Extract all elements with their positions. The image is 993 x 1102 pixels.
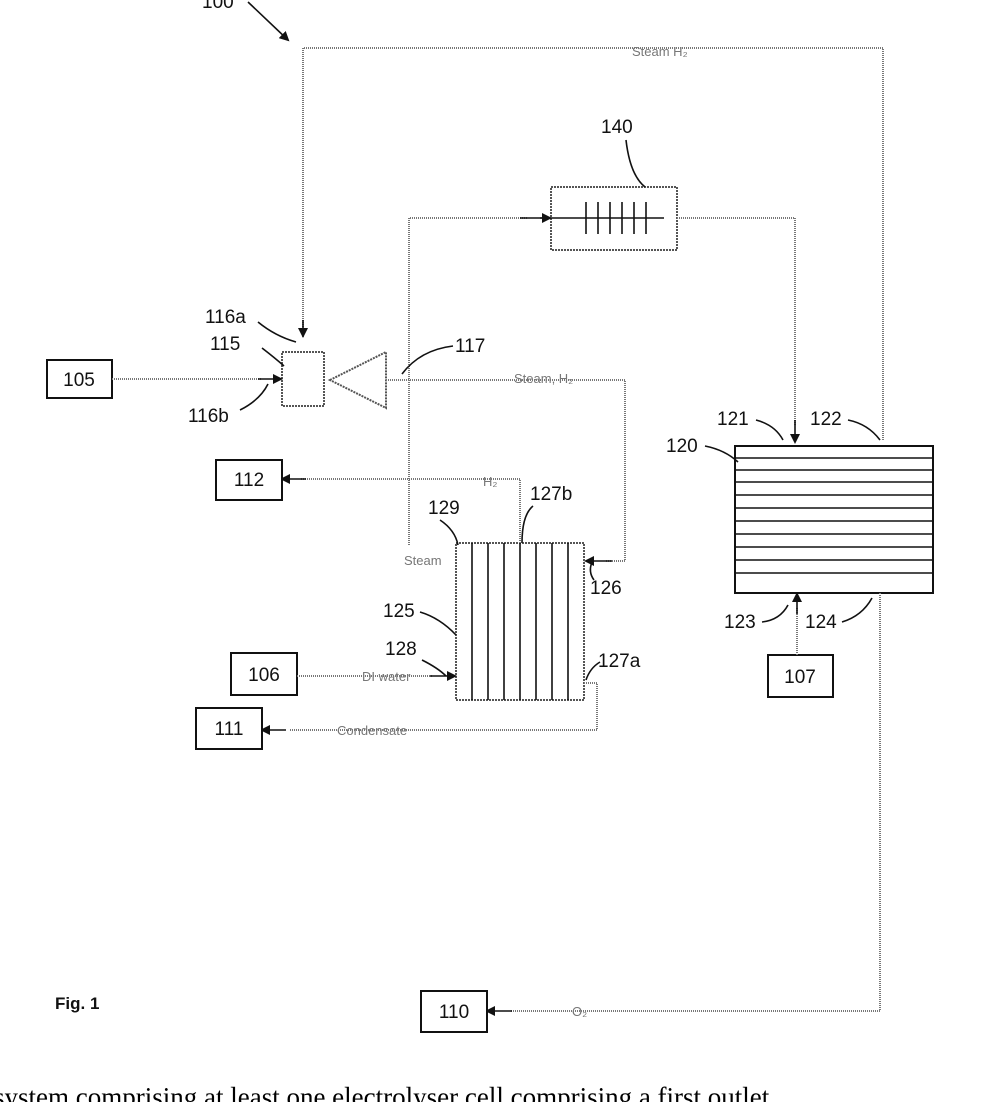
system-pointer-arrow [248,2,288,40]
label-117: 117 [455,336,485,357]
stream-label-o2: O₂ [572,1004,587,1019]
box-110-label: 110 [439,1002,469,1023]
figure-label: Fig. 1 [55,994,99,1013]
label-127a: 127a [598,651,641,672]
stream-label-mid-steam-h2: Steam, H₂ [514,371,573,386]
steam-line-to-heater [409,218,528,545]
stream-label-steam: Steam [404,553,442,568]
stream-label-di-water: DI water [362,669,411,684]
label-100: 100 [202,0,234,13]
label-122: 122 [810,409,842,430]
label-128: 128 [385,639,417,660]
label-125: 125 [383,601,415,622]
ejector-117 [330,352,386,408]
stream-label-condensate: Condensate [337,723,407,738]
box-111-label: 111 [215,719,244,740]
label-116b: 116b [188,406,229,427]
label-126: 126 [590,578,622,599]
label-140: 140 [601,117,633,138]
label-123: 123 [724,612,756,633]
box-112-label: 112 [234,470,264,491]
label-120: 120 [666,436,698,457]
label-115: 115 [210,334,240,355]
label-129: 129 [428,498,460,519]
caption-text: system comprising at least one electroly… [0,1082,770,1102]
label-121: 121 [717,409,749,430]
leader-115 [262,348,284,366]
leader-140 [626,140,645,187]
leader-125 [420,612,456,635]
stream-label-top-steam-h2: Steam H₂ [632,44,688,59]
stream-label-h2: H₂ [483,474,497,489]
leader-116b [240,384,268,410]
leader-124 [842,598,872,622]
label-124: 124 [805,612,837,633]
ejector-to-sg-line [386,380,625,561]
leader-127b [522,506,533,543]
label-127b: 127b [530,484,572,505]
leader-116a [258,322,296,342]
leader-121 [756,420,783,440]
leader-128 [422,660,446,676]
box-107-label: 107 [784,667,816,688]
leader-122 [848,420,880,440]
leader-123 [762,605,788,622]
heater-to-electrolyser-line [677,218,795,425]
electrolyser-120 [735,446,933,593]
leader-129 [440,520,458,545]
mixer-115 [282,352,324,406]
leader-120 [705,446,738,462]
box-106-label: 106 [248,665,280,686]
box-105-label: 105 [63,370,95,391]
label-116a: 116a [205,307,246,328]
